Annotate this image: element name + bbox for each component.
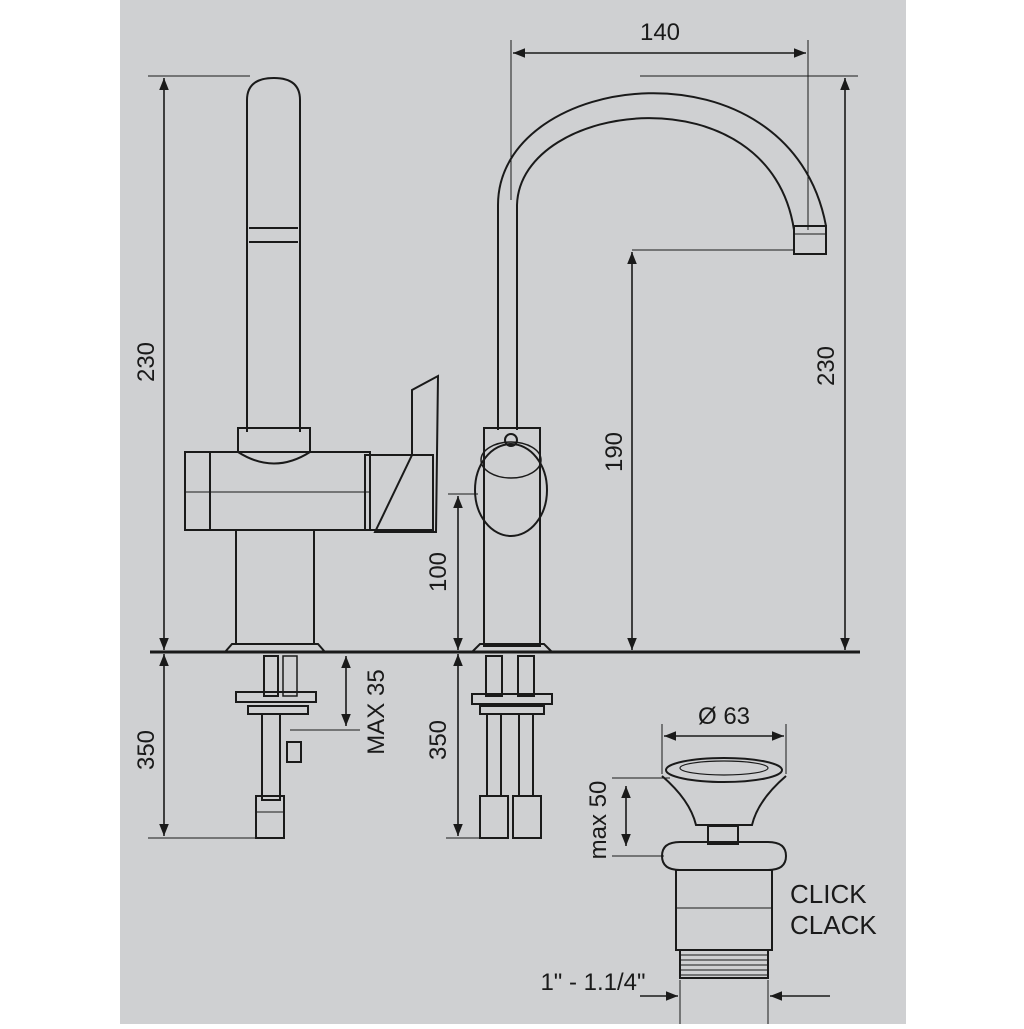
front-outlet-height-label: 190: [601, 432, 628, 472]
side-collar: [237, 427, 311, 465]
front-view: [471, 92, 827, 839]
side-threaded-rod: [263, 655, 279, 697]
waste-thread-label: 1" - 1.1/4": [540, 969, 645, 996]
side-dimensions: [148, 75, 360, 839]
side-hose-nut: [255, 795, 285, 839]
front-dimensions: [446, 40, 858, 839]
waste-type-label-line2: CLACK: [790, 910, 877, 940]
waste-collar: [660, 841, 788, 871]
front-spout-reach-label: 140: [640, 19, 680, 46]
front-washer: [471, 693, 553, 705]
side-max-thickness-label: MAX 35: [363, 669, 390, 754]
side-below-deck-label: 350: [133, 730, 160, 770]
side-handle-lever: [373, 374, 440, 533]
front-lever-height-label: 100: [425, 552, 452, 592]
waste-cap: [665, 757, 783, 783]
waste-thread: [679, 949, 769, 979]
side-height-label: 230: [133, 342, 160, 382]
side-handle-block: [364, 454, 434, 531]
front-below-deck-label: 350: [425, 720, 452, 760]
front-body-column: [483, 427, 541, 647]
front-lever-knob: [474, 443, 548, 537]
waste-max-label: max 50: [585, 781, 612, 860]
waste-type-label-line1: CLICK: [790, 879, 867, 909]
side-view: [184, 76, 440, 839]
side-washer: [235, 691, 317, 703]
drawing-panel: [120, 0, 906, 1024]
front-threaded-rod-left: [485, 655, 503, 697]
front-total-height-label: 230: [813, 346, 840, 386]
side-spout: [246, 76, 301, 432]
waste-drawing: [660, 757, 788, 979]
front-spout-outer: [497, 92, 827, 430]
front-spout-inner: [516, 117, 795, 430]
waste-diameter-label: Ø 63: [698, 703, 750, 730]
side-body: [184, 451, 371, 531]
waste-dimensions: [612, 724, 830, 1024]
waste-plug-block: [707, 825, 739, 845]
front-hose-nut-left: [479, 795, 509, 839]
front-hose-nut-right: [512, 795, 542, 839]
front-threaded-rod-right: [517, 655, 535, 697]
front-spout-outlet: [793, 225, 827, 255]
